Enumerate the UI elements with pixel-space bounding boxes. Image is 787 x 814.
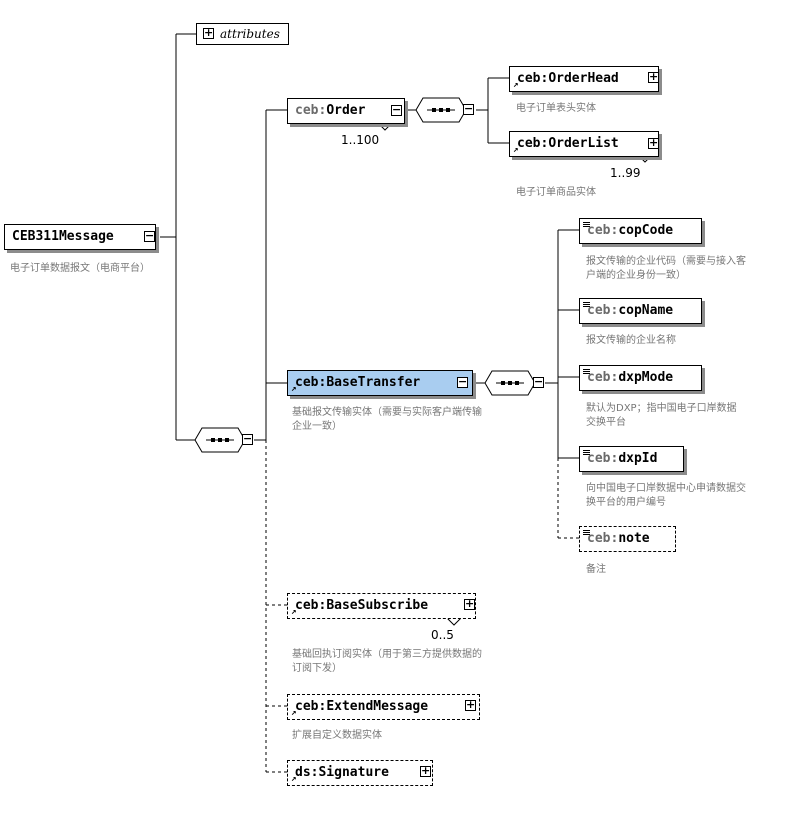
copname-description: 报文传输的企业名称 <box>586 335 676 346</box>
note-prefix: ceb <box>587 531 611 546</box>
orderlist-expand-toggle[interactable]: + <box>648 136 659 149</box>
signature-prefix: ds <box>295 765 311 780</box>
element-dxpmode[interactable]: ceb:dxpMode <box>579 365 702 391</box>
element-basetransfer[interactable]: ↗ ceb:BaseTransfer <box>287 370 473 396</box>
order-collapse-toggle[interactable]: − <box>391 103 402 116</box>
simple-content-icon <box>583 302 590 308</box>
order-sequence-compositor <box>415 97 467 123</box>
signature-expand-toggle[interactable]: + <box>420 764 431 777</box>
element-orderhead[interactable]: ↗ ceb:OrderHead <box>509 66 659 92</box>
copcode-name: copCode <box>618 223 674 238</box>
basetransfer-sequence-collapse-toggle[interactable]: − <box>533 375 544 388</box>
element-copcode[interactable]: ceb:copCode <box>579 218 702 244</box>
signature-name: Signature <box>318 765 389 780</box>
root-description: 电子订单数据报文（电商平台） <box>10 263 150 274</box>
copname-prefix: ceb <box>587 303 611 318</box>
copcode-description: 报文传输的企业代码（需要与接入客户端的企业身份一致） <box>586 256 746 281</box>
reference-arrow-icon: ↗ <box>291 607 297 617</box>
basetransfer-description: 基础报文传输实体（需要与实际客户端传输企业一致） <box>292 407 482 432</box>
attributes-expand-toggle[interactable]: + <box>203 26 214 39</box>
element-extendmessage[interactable]: ↗ ceb:ExtendMessage <box>287 694 480 720</box>
simple-content-icon <box>583 222 590 228</box>
extendmessage-expand-toggle[interactable]: + <box>465 698 476 711</box>
basetransfer-sequence-compositor <box>484 370 536 396</box>
dxpid-name: dxpId <box>618 451 658 466</box>
element-orderlist[interactable]: ↗ ceb:OrderList <box>509 131 659 157</box>
basesubscribe-expand-toggle[interactable]: + <box>464 597 475 610</box>
root-sequence-compositor <box>194 427 246 453</box>
reference-arrow-icon: ↗ <box>513 80 519 90</box>
element-order[interactable]: ceb:Order <box>287 98 405 124</box>
attributes-label: attributes <box>220 27 280 41</box>
order-cardinality: 1..100 <box>341 133 380 147</box>
reference-arrow-icon: ↗ <box>291 384 297 394</box>
simple-content-icon <box>583 369 590 375</box>
element-copname[interactable]: ceb:copName <box>579 298 702 324</box>
element-note[interactable]: ceb:note <box>579 526 676 552</box>
dxpid-description: 向中国电子口岸数据中心申请数据交换平台的用户编号 <box>586 483 746 508</box>
dxpmode-description: 默认为DXP；指中国电子口岸数据交换平台 <box>586 403 737 428</box>
dxpmode-name: dxpMode <box>618 370 674 385</box>
root-sequence-collapse-toggle[interactable]: − <box>242 432 253 445</box>
basetransfer-prefix: ceb <box>295 375 319 390</box>
copname-name: copName <box>618 303 674 318</box>
order-name: Order <box>326 103 366 118</box>
orderhead-description: 电子订单表头实体 <box>516 103 596 114</box>
extendmessage-name: ExtendMessage <box>326 699 429 714</box>
orderhead-name: OrderHead <box>548 71 619 86</box>
reference-arrow-icon: ↗ <box>291 774 297 784</box>
orderlist-name: OrderList <box>548 136 619 151</box>
element-signature[interactable]: ↗ ds:Signature <box>287 760 433 786</box>
dxpid-prefix: ceb <box>587 451 611 466</box>
order-sequence-collapse-toggle[interactable]: − <box>463 102 474 115</box>
simple-content-icon <box>583 530 590 536</box>
basesubscribe-name: BaseSubscribe <box>326 598 429 613</box>
orderhead-expand-toggle[interactable]: + <box>648 70 659 83</box>
root-collapse-toggle[interactable]: − <box>144 229 155 242</box>
note-name: note <box>618 531 650 546</box>
orderlist-cardinality: 1..99 <box>610 166 641 180</box>
root-element-ceb311message[interactable]: CEB311Message <box>4 224 156 250</box>
reference-arrow-icon: ↗ <box>513 145 519 155</box>
dxpmode-prefix: ceb <box>587 370 611 385</box>
basesubscribe-description: 基础回执订阅实体（用于第三方提供数据的订阅下发） <box>292 649 482 674</box>
copcode-prefix: ceb <box>587 223 611 238</box>
basetransfer-name: BaseTransfer <box>326 375 421 390</box>
orderlist-prefix: ceb <box>517 136 541 151</box>
orderlist-description: 电子订单商品实体 <box>516 187 596 198</box>
reference-arrow-icon: ↗ <box>291 708 297 718</box>
note-description: 备注 <box>586 564 606 575</box>
element-basesubscribe[interactable]: ↗ ceb:BaseSubscribe <box>287 593 476 619</box>
root-element-name: CEB311Message <box>12 229 114 244</box>
basesubscribe-cardinality: 0..5 <box>431 628 454 642</box>
basetransfer-collapse-toggle[interactable]: − <box>457 375 468 388</box>
attributes-box[interactable]: attributes <box>196 23 289 45</box>
extendmessage-prefix: ceb <box>295 699 319 714</box>
extendmessage-description: 扩展自定义数据实体 <box>292 730 382 741</box>
order-prefix: ceb <box>295 103 319 118</box>
element-dxpid[interactable]: ceb:dxpId <box>579 446 684 472</box>
basesubscribe-prefix: ceb <box>295 598 319 613</box>
orderhead-prefix: ceb <box>517 71 541 86</box>
simple-content-icon <box>583 450 590 456</box>
